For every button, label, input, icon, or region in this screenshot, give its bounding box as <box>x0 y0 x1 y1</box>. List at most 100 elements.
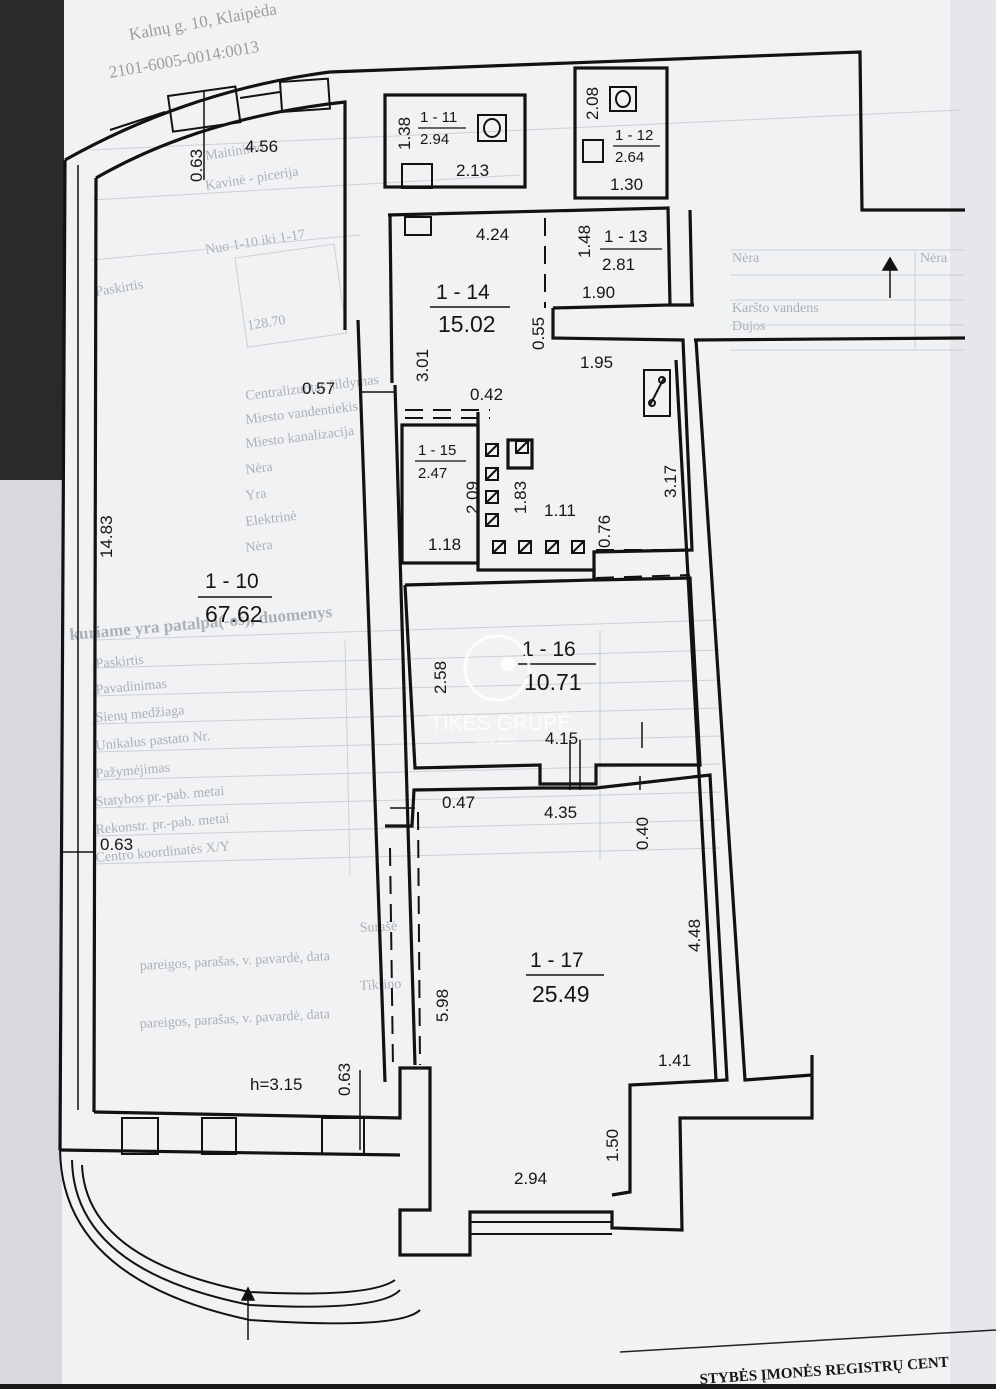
window-bottom-1 <box>121 1117 159 1155</box>
dim-415: 4.15 <box>545 729 578 748</box>
dim-301: 3.01 <box>413 349 432 382</box>
right-corridor-right <box>694 339 813 1082</box>
room-1-14-right <box>551 308 694 580</box>
dim-063-top: 0.63 <box>187 149 206 182</box>
window-bottom-3 <box>321 1117 365 1155</box>
dim-076: 0.76 <box>595 515 614 548</box>
windows <box>77 77 612 1235</box>
outer-wall-top <box>64 50 965 212</box>
room-1-12-label: 1 - 12 2.64 <box>613 127 660 166</box>
room-1-11-area: 2.94 <box>420 131 449 148</box>
dim-213: 2.13 <box>456 161 489 180</box>
dim-195: 1.95 <box>580 353 613 372</box>
room-1-12-id: 1 - 12 <box>615 127 653 144</box>
room-1-10-area: 67.62 <box>205 601 263 627</box>
dim-042: 0.42 <box>470 385 503 404</box>
room-1-10-id: 1 - 10 <box>205 570 259 593</box>
window-bottom-2 <box>201 1117 237 1155</box>
right-corridor-left <box>674 359 718 1081</box>
room-1-12-walls <box>573 66 669 200</box>
paper-right-shade <box>950 0 996 1384</box>
balcony-outer <box>59 1149 421 1325</box>
bg-right-3: Dujos <box>732 319 765 334</box>
bottom-walls <box>93 1055 814 1257</box>
balcony-inner <box>81 1164 396 1295</box>
dim-456: 4.56 <box>245 137 278 156</box>
balcony-middle <box>71 1159 401 1308</box>
dim-118: 1.18 <box>428 535 461 554</box>
bg-label-3: Pavadinimas <box>95 677 168 698</box>
boiler-icon <box>643 369 671 417</box>
dim-424: 4.24 <box>476 225 509 244</box>
watermark-brand: TIKĖS GRUPĖ <box>430 712 571 735</box>
fixtures <box>401 86 671 554</box>
window-top-2 <box>278 77 332 113</box>
dim-209: 2.09 <box>463 481 482 514</box>
bg-value-10: Nėra <box>245 538 275 556</box>
dim-598: 5.98 <box>433 989 452 1022</box>
dim-055: 0.55 <box>529 317 548 350</box>
room-1-11-id: 1 - 11 <box>420 109 457 126</box>
dim-063-left: 0.63 <box>100 835 133 854</box>
bg-right-2: Nėra <box>920 251 948 266</box>
bg-value-9: Elektrinė <box>245 509 298 530</box>
room-1-15-area: 2.47 <box>418 465 447 482</box>
walls <box>58 50 966 1325</box>
room-1-14-left <box>388 214 394 384</box>
corridor-wall-left <box>356 319 387 1083</box>
bg-right-1: Nėra <box>732 251 760 266</box>
bg-value-11: 128.70 <box>246 313 286 334</box>
room-1-16-id: 1 - 16 <box>522 638 576 661</box>
room-1-10-label: 1 - 10 67.62 <box>198 570 272 627</box>
dim-057: 0.57 <box>302 379 335 398</box>
dim-448: 4.48 <box>685 919 704 952</box>
room-1-14-top <box>387 206 672 310</box>
right-corridor-top <box>693 336 966 342</box>
dim-141: 1.41 <box>658 1051 691 1070</box>
sink-1-14 <box>404 216 432 236</box>
corridor-wall-right <box>393 384 417 1066</box>
room-1-15-id: 1 - 15 <box>418 442 456 459</box>
bg-right-4: Karšto vandens <box>732 301 819 316</box>
dim-208: 2.08 <box>583 87 602 120</box>
dim-040: 0.40 <box>633 817 652 850</box>
dim-183: 1.83 <box>511 481 530 514</box>
dim-063-bottom: 0.63 <box>335 1063 354 1096</box>
toilet-1-11 <box>477 114 507 142</box>
room-1-17-area: 25.49 <box>532 981 590 1007</box>
paper-edge-shadow <box>0 470 62 1384</box>
inner-wall-left <box>92 177 98 1113</box>
room-1-13-label: 1 - 13 2.81 <box>600 227 662 274</box>
bg-label-6: Pažymėjimas <box>95 761 171 782</box>
watermark-sub: ·since 2007· <box>474 737 518 746</box>
room-1-11-label: 1 - 11 2.94 <box>418 109 466 148</box>
dark-background <box>0 0 64 480</box>
bg-label-1: Paskirtis <box>94 278 144 300</box>
room-1-11-walls <box>383 93 527 189</box>
outer-wall-left <box>58 159 67 1151</box>
window-top-1 <box>166 85 242 133</box>
dim-148: 1.48 <box>575 225 594 258</box>
room-1-13-right <box>688 209 694 306</box>
bg-value-8: Yra <box>245 486 268 504</box>
dim-150: 1.50 <box>603 1129 622 1162</box>
dim-138: 1.38 <box>395 117 414 150</box>
sink-1-12 <box>582 139 604 163</box>
room-1-13-area: 2.81 <box>602 255 635 274</box>
room-1-16-area: 10.71 <box>524 669 582 695</box>
toilet-1-12 <box>609 86 637 112</box>
dashed-lines <box>389 218 691 1069</box>
room-1-16-label: 1 - 16 10.71 <box>518 638 596 695</box>
room-1-17-id: 1 - 17 <box>530 949 584 972</box>
chimney-block <box>404 412 596 587</box>
dimension-labels: 4.56 0.63 1.38 2.13 2.08 1.30 4.24 1.48 … <box>97 87 704 1188</box>
ventilation-ducts <box>485 440 585 554</box>
dim-047: 0.47 <box>442 793 475 812</box>
room-1-17-label: 1 - 17 25.49 <box>526 949 604 1007</box>
room-1-13-id: 1 - 13 <box>604 227 647 246</box>
dim-435: 4.35 <box>544 803 577 822</box>
room-1-14-id: 1 - 14 <box>436 281 490 304</box>
dim-111: 1.11 <box>544 501 576 520</box>
